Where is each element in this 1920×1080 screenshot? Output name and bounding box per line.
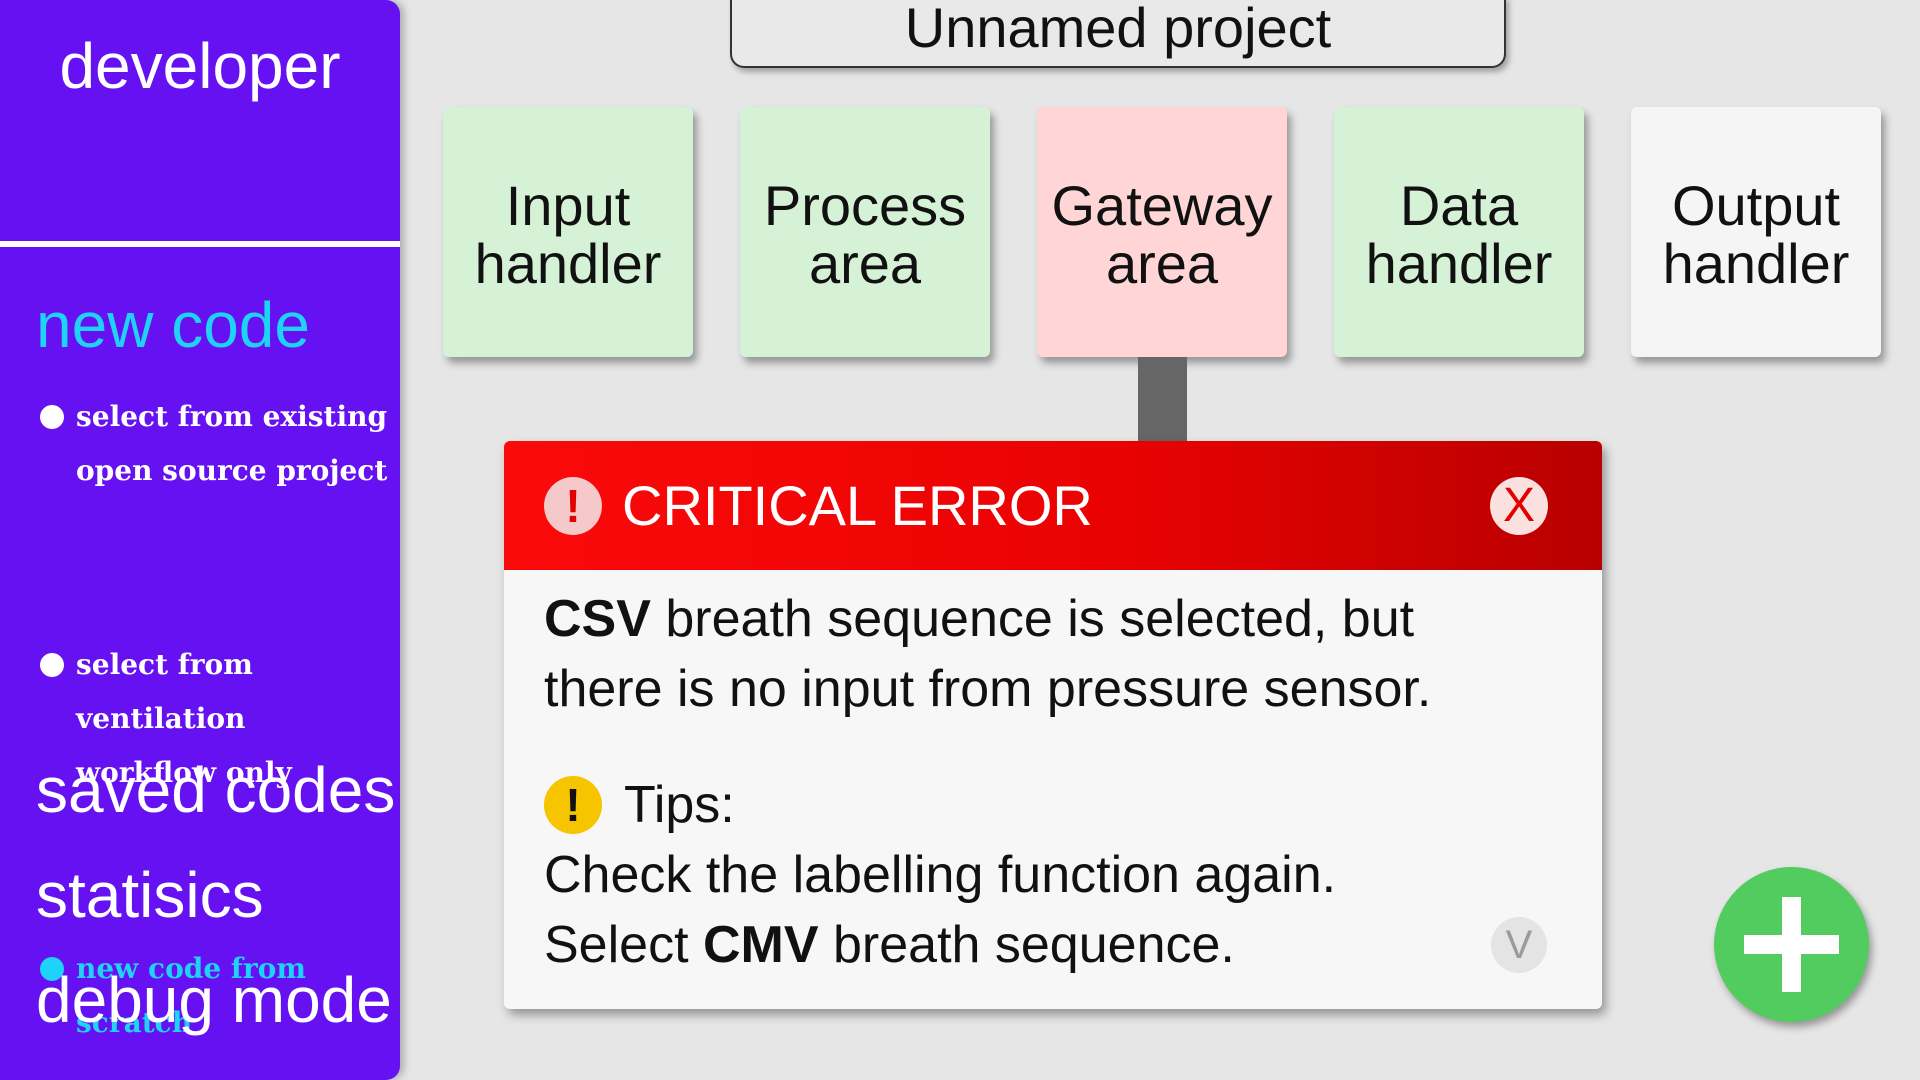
error-message: CSV breath sequence is selected, but the… (544, 584, 1564, 724)
option-new-from-scratch[interactable]: new code from scratch (38, 942, 400, 1050)
error-dialog-header: ! CRITICAL ERROR X (504, 441, 1602, 570)
error-title: CRITICAL ERROR (622, 474, 1093, 537)
module-label-line1: Data (1399, 174, 1519, 237)
module-label-line2: handler (1365, 232, 1553, 295)
module-label-line1: Output (1671, 174, 1841, 237)
option-label-line1: select from ventilation (76, 648, 253, 735)
module-label-line1: Input (505, 174, 631, 237)
sidebar-item-debug-mode[interactable]: debug mode (36, 964, 392, 1036)
tips-exclamation-icon: ! (544, 776, 602, 834)
add-button[interactable] (1714, 867, 1869, 1022)
sidebar: developer new code select from existing … (0, 0, 400, 1080)
new-code-options: select from existing open source project… (38, 390, 400, 1039)
plus-icon-vertical (1782, 897, 1801, 992)
tips-label: Tips: (624, 776, 735, 834)
expand-toggle-button[interactable]: V (1491, 917, 1547, 973)
sidebar-divider (0, 241, 400, 247)
radio-dot-icon (40, 957, 64, 981)
module-label-line2: handler (474, 232, 662, 295)
tips-line2-bold: CMV (702, 916, 819, 974)
option-ventilation-workflow[interactable]: select from ventilation workflow only (38, 638, 400, 800)
module-data-handler[interactable]: Data handler (1334, 107, 1584, 357)
module-process-area[interactable]: Process area (740, 107, 990, 357)
error-message-bold: CSV (544, 590, 651, 648)
module-output-handler[interactable]: Output handler (1631, 107, 1881, 357)
sidebar-item-statistics[interactable]: statisics (36, 859, 264, 931)
option-existing-open-source[interactable]: select from existing open source project (38, 390, 400, 498)
option-label-line2: open source project (76, 454, 388, 487)
sidebar-item-saved-codes[interactable]: saved codes (36, 754, 396, 826)
option-label-line2: workflow only (76, 756, 292, 789)
module-gateway-area[interactable]: Gateway area (1037, 107, 1287, 357)
tips-line1: Check the labelling function again. (544, 846, 1337, 904)
error-message-line2: there is no input from pressure sensor. (544, 660, 1432, 718)
gateway-dialog-connector (1138, 357, 1187, 441)
module-label-line1: Process (763, 174, 967, 237)
user-name: developer (59, 30, 341, 102)
project-title[interactable]: Unnamed project (730, 0, 1506, 68)
module-label-line2: area (808, 232, 922, 295)
tips-line2-suffix: breath sequence. (818, 916, 1235, 974)
exclamation-icon: ! (544, 477, 602, 535)
radio-dot-icon (40, 405, 64, 429)
sidebar-heading-new-code[interactable]: new code (36, 289, 310, 361)
module-label-line2: area (1105, 232, 1219, 295)
module-label-line2: handler (1662, 232, 1850, 295)
tips-line2-prefix: Select (544, 916, 703, 974)
module-label-line1: Gateway (1051, 174, 1273, 237)
close-button[interactable]: X (1490, 477, 1548, 535)
module-input-handler[interactable]: Input handler (443, 107, 693, 357)
critical-error-dialog: ! CRITICAL ERROR X CSV breath sequence i… (504, 441, 1602, 1009)
error-message-line1: breath sequence is selected, but (650, 590, 1415, 648)
radio-dot-icon (40, 653, 64, 677)
tips-body: Check the labelling function again. Sele… (544, 840, 1544, 980)
option-label-line1: new code from scratch (76, 952, 306, 1039)
option-label-line1: select from existing (76, 400, 388, 433)
